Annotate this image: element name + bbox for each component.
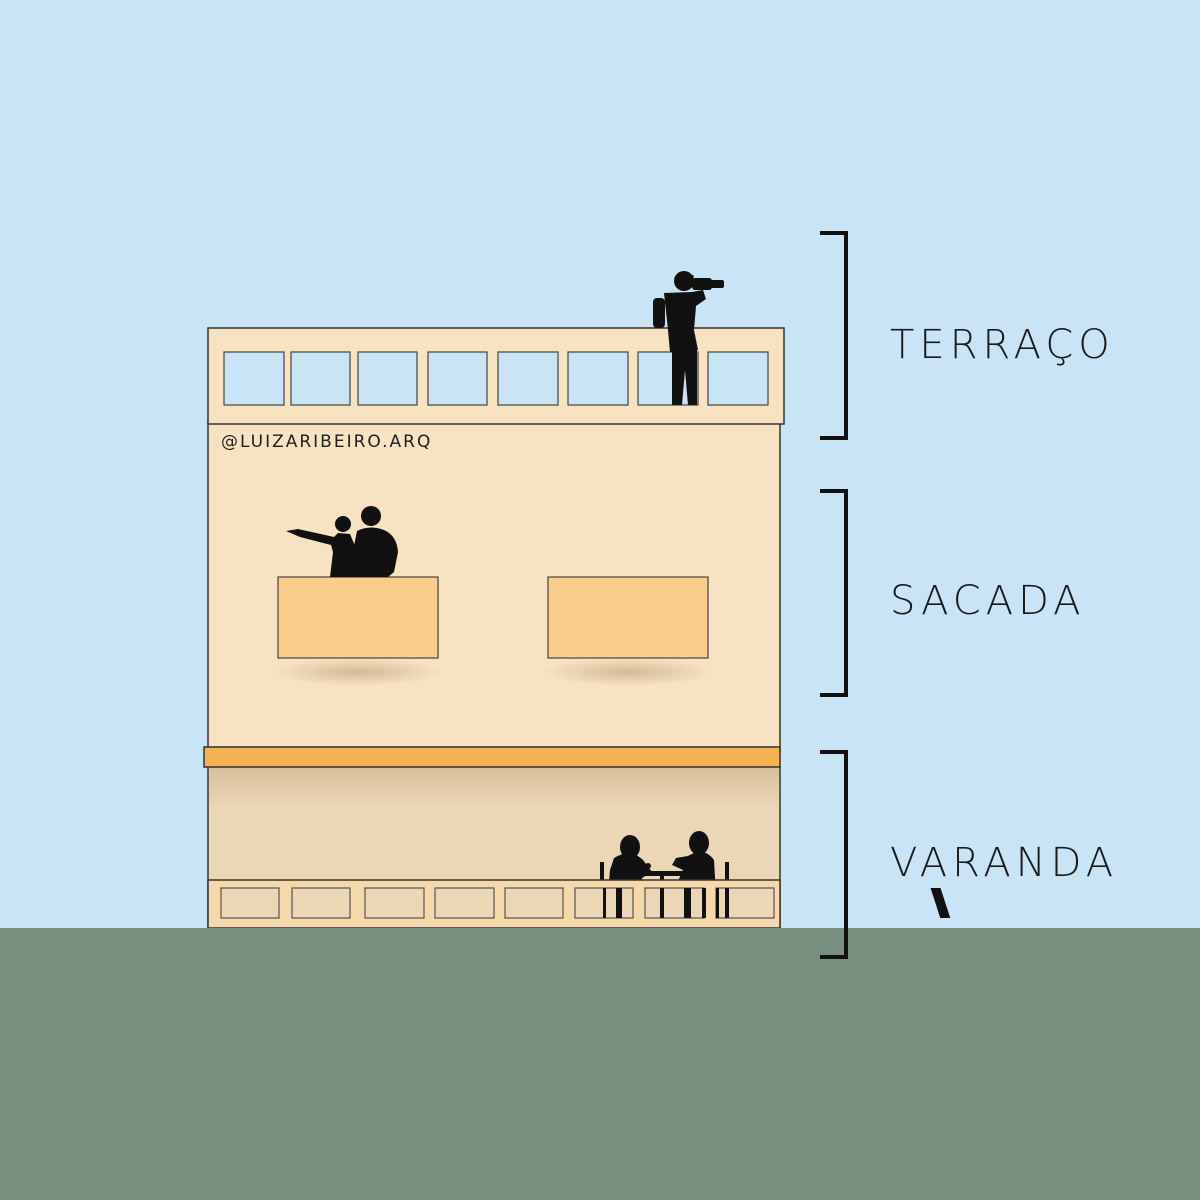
bracket-sacada: [820, 489, 848, 697]
ground: [0, 928, 1200, 1200]
photographer-silhouette: [653, 271, 724, 405]
label-terraco: TERRAÇO: [890, 322, 1115, 368]
balcony-shadow-right: [543, 658, 713, 686]
couple-silhouette: [286, 506, 398, 577]
slab-shadow: [209, 767, 779, 807]
bracket-varanda: [820, 750, 848, 959]
balcony-left: [277, 576, 439, 659]
label-varanda: VARANDA: [890, 840, 1119, 886]
credit-handle: @LUIZARIBEIRO.ARQ: [221, 432, 433, 452]
balcony-right: [547, 576, 709, 659]
cafe-legs: [603, 888, 951, 918]
label-sacada: SACADA: [890, 578, 1086, 624]
floor-slab: [203, 746, 781, 768]
balcony-shadow-left: [273, 658, 443, 686]
bracket-terraco: [820, 231, 848, 440]
